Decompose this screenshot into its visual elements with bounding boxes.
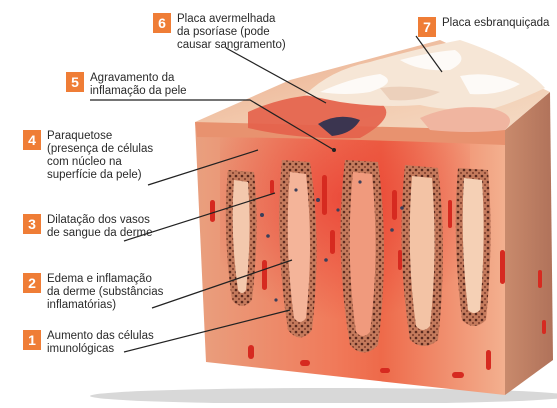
block-side-face (505, 92, 553, 395)
label-3: 3 Dilatação dos vasos de sangue da derme (23, 214, 153, 240)
label-text: Agravamento da inflamação da pele (90, 72, 187, 98)
leader-dot-5 (332, 148, 336, 152)
label-text: Dilatação dos vasos de sangue da derme (47, 214, 153, 240)
label-2: 2 Edema e inflamação da derme (substânci… (23, 273, 163, 312)
number-badge: 2 (23, 273, 41, 293)
label-7: 7 Placa esbranquiçada (418, 17, 549, 37)
label-text: Placa esbranquiçada (442, 17, 549, 30)
number-badge: 5 (66, 72, 84, 92)
white-plaque (305, 40, 545, 109)
number-badge: 3 (23, 214, 41, 234)
number-badge: 1 (23, 330, 41, 350)
label-text: Placa avermelhada da psoríase (pode caus… (177, 13, 286, 52)
number-badge: 4 (23, 130, 41, 150)
label-4: 4 Paraquetose (presença de células com n… (23, 130, 153, 182)
number-badge: 6 (153, 13, 171, 33)
label-5: 5 Agravamento da inflamação da pele (66, 72, 187, 98)
label-text: Edema e inflamação da derme (substâncias… (47, 273, 163, 312)
label-1: 1 Aumento das células imunológicas (23, 330, 154, 356)
label-text: Aumento das células imunológicas (47, 330, 154, 356)
number-badge: 7 (418, 17, 436, 37)
label-text: Paraquetose (presença de células com núc… (47, 130, 153, 182)
label-6: 6 Placa avermelhada da psoríase (pode ca… (153, 13, 286, 52)
